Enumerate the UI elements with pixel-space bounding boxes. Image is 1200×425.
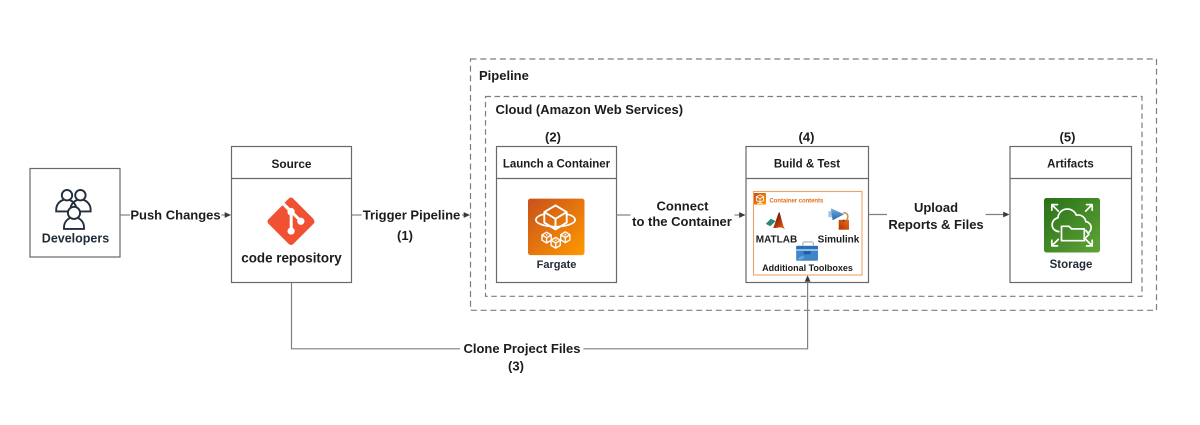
svg-text:Trigger Pipeline: Trigger Pipeline xyxy=(363,208,461,223)
svg-text:Clone Project Files: Clone Project Files xyxy=(463,341,580,356)
svg-text:Additional Toolboxes: Additional Toolboxes xyxy=(762,263,853,273)
svg-text:(4): (4) xyxy=(799,130,815,145)
svg-text:Developers: Developers xyxy=(42,232,109,246)
svg-text:Build & Test: Build & Test xyxy=(774,159,840,171)
svg-text:to the Container: to the Container xyxy=(632,214,732,229)
svg-text:Connect: Connect xyxy=(657,199,710,214)
svg-text:(1): (1) xyxy=(397,228,413,243)
svg-text:Pipeline: Pipeline xyxy=(479,68,529,83)
svg-text:Launch a Container: Launch a Container xyxy=(503,159,611,171)
svg-text:Storage: Storage xyxy=(1050,259,1093,271)
svg-text:Container contents: Container contents xyxy=(770,199,824,205)
svg-text:(2): (2) xyxy=(545,130,561,145)
svg-text:Source: Source xyxy=(272,157,312,171)
svg-text:Fargate: Fargate xyxy=(537,259,577,271)
svg-text:MATLAB: MATLAB xyxy=(756,235,797,246)
svg-text:Push Changes: Push Changes xyxy=(130,208,220,223)
svg-text:Reports & Files: Reports & Files xyxy=(888,217,983,232)
svg-text:(5): (5) xyxy=(1060,130,1076,145)
svg-text:Simulink: Simulink xyxy=(818,235,860,246)
svg-text:Artifacts: Artifacts xyxy=(1047,159,1094,171)
svg-text:Upload: Upload xyxy=(914,200,958,215)
svg-text:Cloud (Amazon Web Services): Cloud (Amazon Web Services) xyxy=(496,102,684,117)
svg-text:code repository: code repository xyxy=(241,251,342,266)
svg-text:(3): (3) xyxy=(508,359,524,374)
